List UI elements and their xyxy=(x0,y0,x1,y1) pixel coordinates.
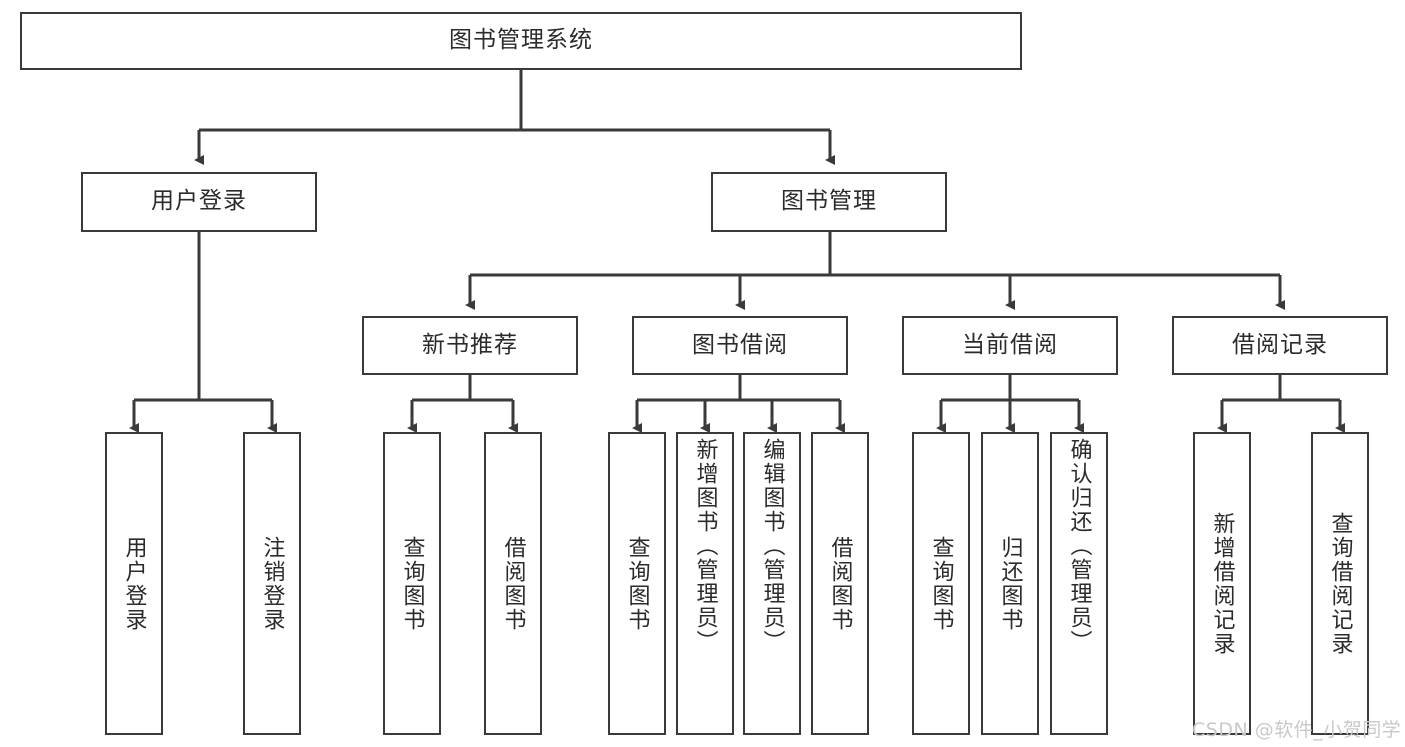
node-label: 查询借阅记录 xyxy=(1327,511,1353,656)
node-label: 图书管理 xyxy=(781,188,877,215)
node-label: 图书管理系统 xyxy=(449,27,593,54)
node-label: 确认归还（管理员） xyxy=(1066,438,1092,654)
node-book-borrow[interactable]: 图书借阅 xyxy=(632,316,848,375)
node-user-login[interactable]: 用户登录 xyxy=(81,172,317,232)
leaf-borrow-edit-book-admin[interactable]: 编辑图书（管理员） xyxy=(743,432,801,735)
leaf-record-add-borrow-record[interactable]: 新增借阅记录 xyxy=(1193,432,1251,735)
node-label: 当前借阅 xyxy=(962,331,1058,358)
node-label: 借阅记录 xyxy=(1232,331,1328,358)
node-label: 图书借阅 xyxy=(692,331,788,358)
node-label: 归还图书 xyxy=(997,535,1023,632)
node-book-management[interactable]: 图书管理 xyxy=(711,172,947,232)
leaf-recommend-borrow-book[interactable]: 借阅图书 xyxy=(484,432,542,735)
leaf-record-query-borrow-record[interactable]: 查询借阅记录 xyxy=(1311,432,1369,735)
vertical-text-wrap: 确认归还（管理员） xyxy=(1052,434,1106,737)
leaf-borrow-query-book[interactable]: 查询图书 xyxy=(608,432,666,735)
node-label: 新书推荐 xyxy=(422,331,518,358)
leaf-borrow-add-book-admin[interactable]: 新增图书（管理员） xyxy=(676,432,734,735)
vertical-text-wrap: 注销登录 xyxy=(245,434,299,733)
vertical-text-wrap: 查询图书 xyxy=(914,434,968,733)
vertical-text-wrap: 借阅图书 xyxy=(813,434,867,733)
leaf-current-confirm-return-admin[interactable]: 确认归还（管理员） xyxy=(1050,432,1108,735)
node-label: 编辑图书（管理员） xyxy=(759,438,785,654)
vertical-text-wrap: 新增借阅记录 xyxy=(1195,434,1249,733)
vertical-text-wrap: 归还图书 xyxy=(983,434,1037,733)
vertical-text-wrap: 借阅图书 xyxy=(486,434,540,733)
vertical-text-wrap: 查询图书 xyxy=(385,434,439,733)
node-label: 查询图书 xyxy=(399,535,425,632)
node-new-book-recommend[interactable]: 新书推荐 xyxy=(362,316,578,375)
node-label: 借阅图书 xyxy=(500,535,526,632)
vertical-text-wrap: 查询图书 xyxy=(610,434,664,733)
vertical-text-wrap: 编辑图书（管理员） xyxy=(745,434,799,737)
leaf-current-return-book[interactable]: 归还图书 xyxy=(981,432,1039,735)
node-label: 注销登录 xyxy=(259,535,285,632)
node-label: 用户登录 xyxy=(151,188,247,215)
node-label: 新增图书（管理员） xyxy=(692,438,718,654)
vertical-text-wrap: 新增图书（管理员） xyxy=(678,434,732,737)
leaf-recommend-query-book[interactable]: 查询图书 xyxy=(383,432,441,735)
leaf-user-login-logout[interactable]: 注销登录 xyxy=(243,432,301,735)
node-current-borrow[interactable]: 当前借阅 xyxy=(902,316,1118,375)
node-label: 查询图书 xyxy=(928,535,954,632)
leaf-borrow-borrow-book[interactable]: 借阅图书 xyxy=(811,432,869,735)
vertical-text-wrap: 查询借阅记录 xyxy=(1313,434,1367,733)
node-label: 查询图书 xyxy=(624,535,650,632)
node-label: 借阅图书 xyxy=(827,535,853,632)
node-label: 用户登录 xyxy=(121,535,147,632)
node-borrow-record[interactable]: 借阅记录 xyxy=(1172,316,1388,375)
vertical-text-wrap: 用户登录 xyxy=(107,434,161,733)
leaf-current-query-book[interactable]: 查询图书 xyxy=(912,432,970,735)
csdn-watermark: CSDN @软件_小贺同学 xyxy=(1192,719,1402,741)
leaf-user-login-login[interactable]: 用户登录 xyxy=(105,432,163,735)
node-label: 新增借阅记录 xyxy=(1209,511,1235,656)
node-root-book-management-system[interactable]: 图书管理系统 xyxy=(20,12,1022,70)
